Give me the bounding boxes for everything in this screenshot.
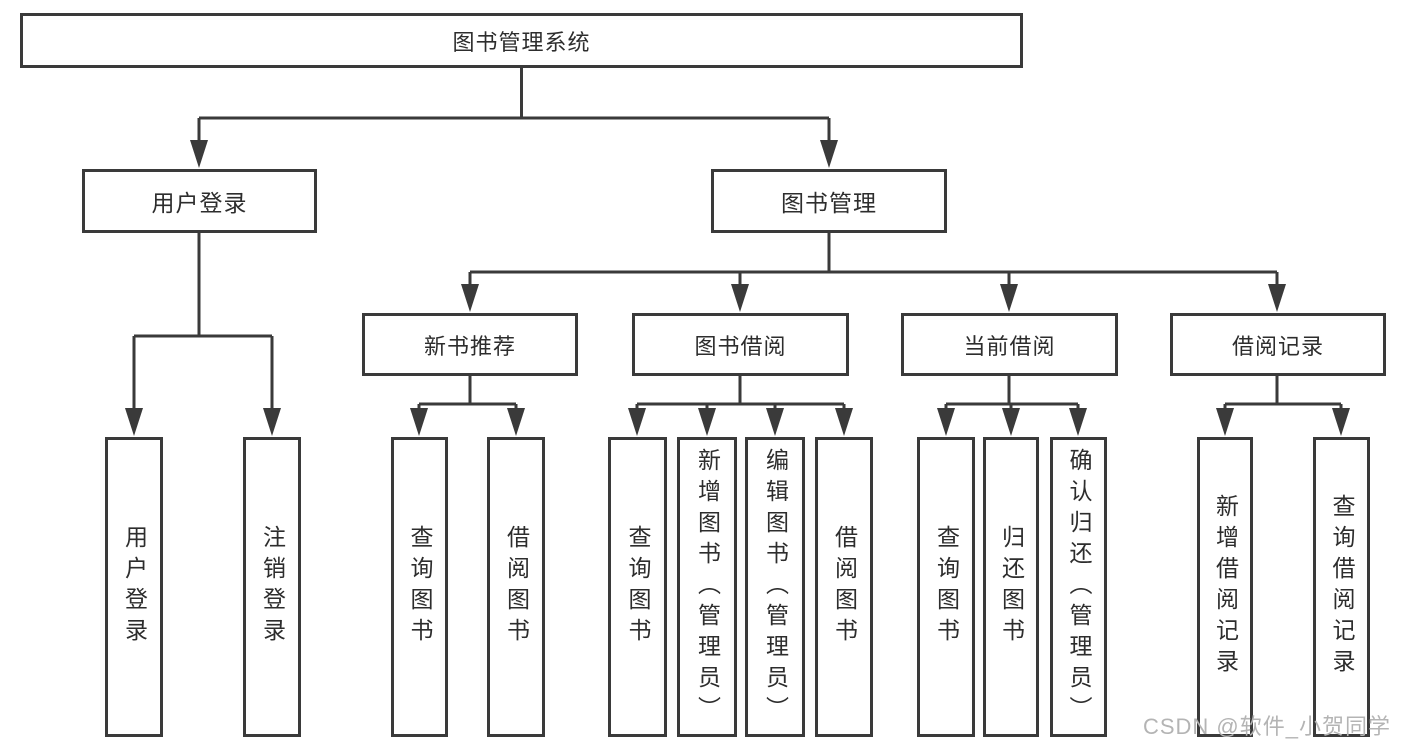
node-label: 新书推荐 [423, 333, 516, 359]
node-label: 注销登录 [259, 525, 286, 649]
arrow-icon [410, 408, 428, 436]
arrow-icon [835, 408, 853, 436]
node-label: 查询图书 [625, 525, 651, 649]
node-label: 用户登录 [121, 525, 148, 649]
node-label: 查询图书 [933, 525, 960, 649]
arrow-icon [461, 284, 479, 312]
node-label: 新增图书（管理员） [694, 447, 721, 727]
leaf-current-return-books: 归还图书 [983, 437, 1039, 737]
node-new-book-recommendation: 新书推荐 [362, 313, 578, 376]
arrowheads [125, 140, 1350, 436]
node-label: 图书管理系统 [452, 29, 591, 55]
node-current-borrowing: 当前借阅 [901, 313, 1118, 376]
arrow-icon [628, 408, 646, 436]
arrow-icon [766, 408, 784, 436]
node-label: 编辑图书（管理员） [762, 447, 789, 727]
leaf-current-query-books: 查询图书 [917, 437, 975, 737]
arrow-icon [125, 408, 143, 436]
node-label: 图书借阅 [694, 333, 787, 359]
arrow-icon [937, 408, 955, 436]
leaf-newbooks-borrow-books: 借阅图书 [487, 437, 545, 737]
leaf-user-login: 用户登录 [105, 437, 163, 737]
arrow-icon [190, 140, 208, 168]
leaf-records-add-record: 新增借阅记录 [1197, 437, 1253, 737]
node-label: 归还图书 [998, 525, 1025, 649]
node-library-management-system: 图书管理系统 [20, 13, 1023, 68]
arrow-icon [507, 408, 525, 436]
node-book-borrowing: 图书借阅 [632, 313, 849, 376]
node-label: 用户登录 [151, 190, 248, 216]
node-user-login: 用户登录 [82, 169, 317, 233]
node-label: 当前借阅 [963, 333, 1056, 359]
node-borrowing-records: 借阅记录 [1170, 313, 1386, 376]
leaf-borrow-add-books-admin: 新增图书（管理员） [677, 437, 737, 737]
arrow-icon [1000, 284, 1018, 312]
node-label: 借阅图书 [503, 525, 530, 649]
arrow-icon [1002, 408, 1020, 436]
node-label: 借阅图书 [831, 525, 858, 649]
watermark: CSDN @软件_小贺同学 [1142, 714, 1391, 739]
leaf-records-query-record: 查询借阅记录 [1313, 437, 1370, 737]
arrow-icon [1069, 408, 1087, 436]
leaf-current-confirm-return-admin: 确认归还（管理员） [1050, 437, 1107, 737]
node-label: 确认归还（管理员） [1066, 447, 1092, 727]
arrow-icon [698, 408, 716, 436]
node-label: 查询借阅记录 [1329, 494, 1355, 680]
arrow-icon [1332, 408, 1350, 436]
connector-paths [132, 68, 1343, 409]
node-label: 借阅记录 [1231, 333, 1324, 359]
node-label: 图书管理 [781, 190, 877, 216]
leaf-borrow-edit-books-admin: 编辑图书（管理员） [745, 437, 805, 737]
node-book-management: 图书管理 [711, 169, 947, 233]
arrow-icon [1268, 284, 1286, 312]
arrow-icon [263, 408, 281, 436]
leaf-borrow-borrow-books: 借阅图书 [815, 437, 873, 737]
node-label: 查询图书 [407, 525, 433, 649]
leaf-logout: 注销登录 [243, 437, 301, 737]
arrow-icon [731, 284, 749, 312]
node-label: 新增借阅记录 [1212, 494, 1239, 680]
arrow-icon [1216, 408, 1234, 436]
leaf-borrow-query-books: 查询图书 [608, 437, 667, 737]
leaf-newbooks-query-books: 查询图书 [391, 437, 448, 737]
arrow-icon [820, 140, 838, 168]
